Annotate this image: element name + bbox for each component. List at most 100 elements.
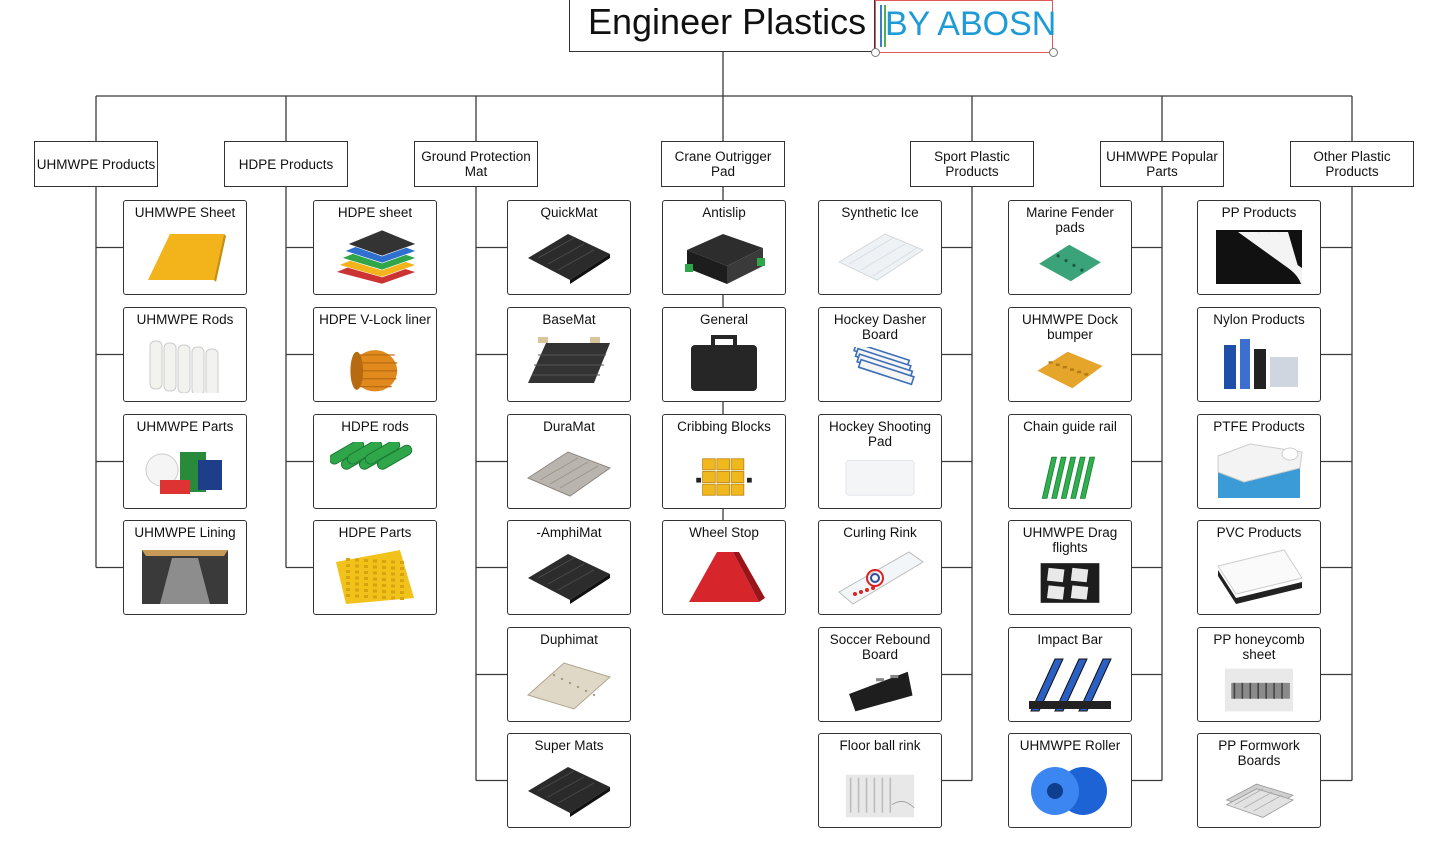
product-card[interactable]: Chain guide rail xyxy=(1008,414,1132,509)
product-card[interactable]: -AmphiMat xyxy=(507,520,631,615)
product-card[interactable]: Impact Bar xyxy=(1008,627,1132,722)
product-card[interactable]: Curling Rink xyxy=(818,520,942,615)
category-uhmwpe-products[interactable]: UHMWPE Products xyxy=(34,141,158,187)
product-card[interactable]: Antislip xyxy=(662,200,786,295)
product-card[interactable]: PP Products xyxy=(1197,200,1321,295)
chain-guide-rail-icon xyxy=(1025,454,1115,500)
product-card[interactable]: UHMWPE Drag flights xyxy=(1008,520,1132,615)
antislip-pad-icon xyxy=(679,228,769,286)
hockey-dasher-board-icon xyxy=(835,347,925,393)
resize-handle[interactable] xyxy=(871,48,880,57)
byline-text: BY ABOSN xyxy=(885,5,1057,43)
product-card[interactable]: Nylon Products xyxy=(1197,307,1321,402)
diagram-title: Engineer Plastics xyxy=(588,1,867,42)
ptfe-products-icon xyxy=(1214,442,1304,500)
product-card[interactable]: Floor ball rink xyxy=(818,733,942,828)
uhmwpe-roller-icon xyxy=(1025,761,1115,819)
product-card[interactable]: PVC Products xyxy=(1197,520,1321,615)
category-crane-outrigger-pad[interactable]: Crane Outrigger Pad xyxy=(661,141,785,187)
product-label: PP Formwork Boards xyxy=(1218,738,1300,768)
category-ground-protection-mat[interactable]: Ground Protection Mat xyxy=(414,141,538,187)
product-card[interactable]: HDPE rods xyxy=(313,414,437,509)
marine-fender-pads-icon xyxy=(1025,240,1115,286)
product-label: QuickMat xyxy=(540,205,598,220)
category-hdpe-products[interactable]: HDPE Products xyxy=(224,141,348,187)
product-card[interactable]: UHMWPE Rods xyxy=(123,307,247,402)
product-label: Chain guide rail xyxy=(1023,419,1117,434)
pvc-products-icon xyxy=(1214,548,1304,606)
product-card[interactable]: Hockey Shooting Pad xyxy=(818,414,942,509)
product-card[interactable]: UHMWPE Parts xyxy=(123,414,247,509)
floor-ball-rink-icon xyxy=(835,773,925,819)
product-card[interactable]: UHMWPE Lining xyxy=(123,520,247,615)
uhmwpe-rods-icon xyxy=(140,335,230,393)
general-pad-icon xyxy=(679,335,769,393)
product-card[interactable]: Hockey Dasher Board xyxy=(818,307,942,402)
duramat-icon xyxy=(524,442,614,500)
product-label: -AmphiMat xyxy=(536,525,602,540)
product-card[interactable]: QuickMat xyxy=(507,200,631,295)
product-card[interactable]: UHMWPE Dock bumper xyxy=(1008,307,1132,402)
product-label: Duphimat xyxy=(540,632,598,647)
hdpe-vlock-liner-icon xyxy=(330,347,420,393)
wheel-stop-icon xyxy=(679,548,769,606)
product-label: PVC Products xyxy=(1216,525,1302,540)
curling-rink-icon xyxy=(835,548,925,606)
product-card[interactable]: HDPE Parts xyxy=(313,520,437,615)
product-card[interactable]: PP Formwork Boards xyxy=(1197,733,1321,828)
basemat-icon xyxy=(524,335,614,393)
category-label: Other Plastic Products xyxy=(1313,149,1391,179)
category-label: UHMWPE Products xyxy=(36,156,156,172)
product-card[interactable]: General xyxy=(662,307,786,402)
product-label: Cribbing Blocks xyxy=(677,419,771,434)
drag-flights-icon xyxy=(1025,560,1115,606)
category-uhmwpe-popular-parts[interactable]: UHMWPE Popular Parts xyxy=(1100,141,1224,187)
product-card[interactable]: HDPE V-Lock liner xyxy=(313,307,437,402)
product-label: Synthetic Ice xyxy=(841,205,919,220)
product-card[interactable]: Wheel Stop xyxy=(662,520,786,615)
cribbing-blocks-icon xyxy=(679,454,769,500)
product-label: UHMWPE Drag flights xyxy=(1022,525,1118,555)
uhmwpe-lining-icon xyxy=(140,548,230,606)
byline-box[interactable]: BY ABOSN xyxy=(875,0,1057,53)
category-other-plastic-products[interactable]: Other Plastic Products xyxy=(1290,141,1414,187)
product-label: DuraMat xyxy=(543,419,595,434)
quickmat-icon xyxy=(524,228,614,286)
resize-handle[interactable] xyxy=(1049,48,1058,57)
product-label: UHMWPE Parts xyxy=(136,419,234,434)
product-card[interactable]: PTFE Products xyxy=(1197,414,1321,509)
product-label: UHMWPE Roller xyxy=(1019,738,1121,753)
product-card[interactable]: Soccer Rebound Board xyxy=(818,627,942,722)
product-card[interactable]: DuraMat xyxy=(507,414,631,509)
hockey-shooting-pad-icon xyxy=(835,454,925,500)
product-label: Nylon Products xyxy=(1213,312,1305,327)
product-card[interactable]: Duphimat xyxy=(507,627,631,722)
product-label: Antislip xyxy=(702,205,746,220)
product-label: UHMWPE Dock bumper xyxy=(1021,312,1118,342)
uhmwpe-parts-icon xyxy=(140,442,230,500)
product-label: Marine Fender pads xyxy=(1026,205,1114,235)
category-sport-plastic-products[interactable]: Sport Plastic Products xyxy=(910,141,1034,187)
product-label: UHMWPE Lining xyxy=(134,525,236,540)
product-card[interactable]: Synthetic Ice xyxy=(818,200,942,295)
product-label: BaseMat xyxy=(542,312,596,327)
product-card[interactable]: PP honeycomb sheet xyxy=(1197,627,1321,722)
product-label: Hockey Dasher Board xyxy=(833,312,927,342)
dock-bumper-icon xyxy=(1025,347,1115,393)
hdpe-rods-icon xyxy=(330,442,420,500)
title-box: Engineer Plastics xyxy=(569,0,875,52)
product-card[interactable]: UHMWPE Sheet xyxy=(123,200,247,295)
product-card[interactable]: HDPE sheet xyxy=(313,200,437,295)
duphimat-icon xyxy=(524,655,614,713)
product-card[interactable]: Super Mats xyxy=(507,733,631,828)
pp-honeycomb-sheet-icon xyxy=(1214,667,1304,713)
uhmwpe-sheet-icon xyxy=(140,228,230,286)
soccer-rebound-board-icon xyxy=(835,667,925,713)
product-card[interactable]: Marine Fender pads xyxy=(1008,200,1132,295)
category-label: Ground Protection Mat xyxy=(421,149,531,179)
product-card[interactable]: Cribbing Blocks xyxy=(662,414,786,509)
pp-formwork-boards-icon xyxy=(1214,773,1304,819)
product-card[interactable]: BaseMat xyxy=(507,307,631,402)
product-card[interactable]: UHMWPE Roller xyxy=(1008,733,1132,828)
pp-products-icon xyxy=(1214,228,1304,286)
